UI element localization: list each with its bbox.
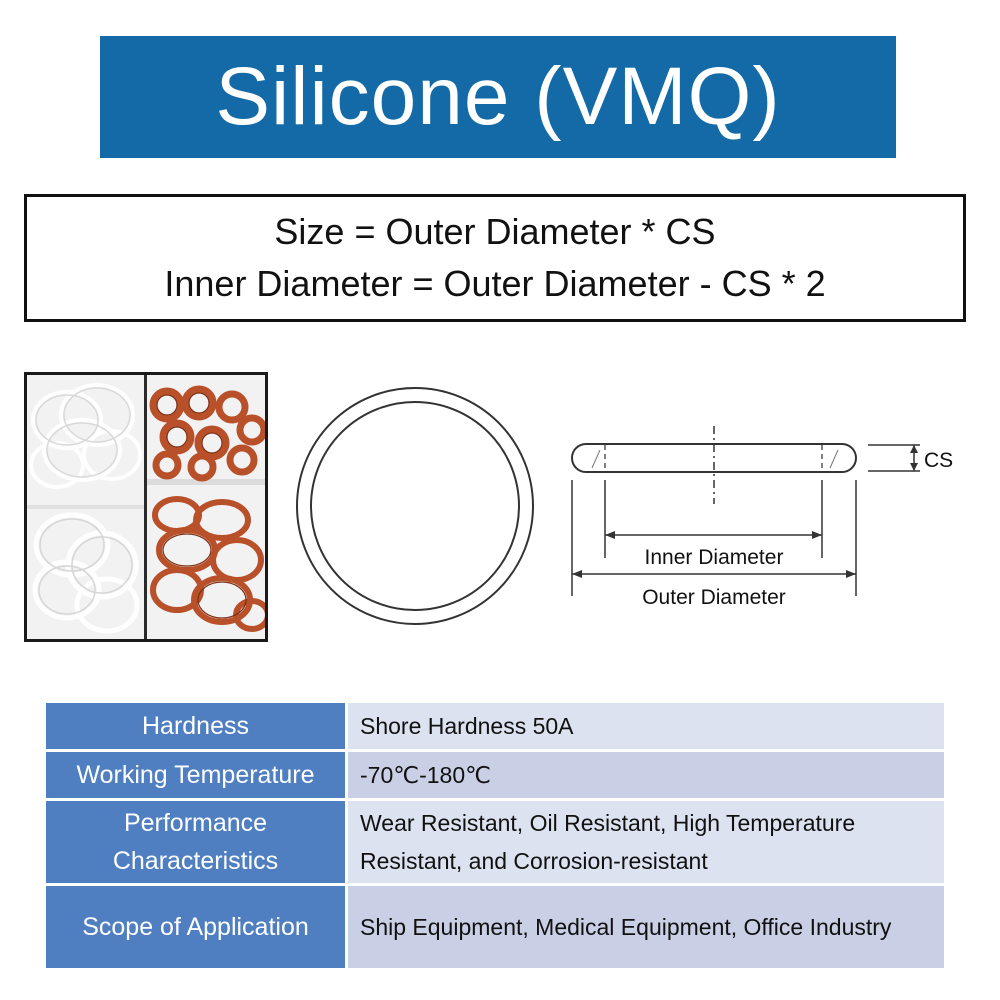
- cs-label: CS: [924, 449, 953, 472]
- spec-key-scope: Scope of Application: [46, 886, 348, 968]
- table-row: Performance Characteristics Wear Resista…: [46, 801, 944, 883]
- title-banner: Silicone (VMQ): [100, 36, 896, 158]
- o-ring-box-illustration: [27, 375, 265, 639]
- spec-value-working-temperature: -70℃-180℃: [348, 752, 944, 798]
- spec-key-hardness: Hardness: [46, 703, 348, 749]
- spec-value-hardness: Shore Hardness 50A: [348, 703, 944, 749]
- spec-value-performance: Wear Resistant, Oil Resistant, High Temp…: [348, 801, 944, 883]
- page-title: Silicone (VMQ): [215, 51, 781, 142]
- spec-value-scope: Ship Equipment, Medical Equipment, Offic…: [348, 886, 944, 968]
- ring-inner-edge: [310, 401, 520, 611]
- ring-outer-edge: [296, 387, 534, 625]
- inner-diameter-label: Inner Diameter: [645, 546, 784, 569]
- table-row: Scope of Application Ship Equipment, Med…: [46, 886, 944, 968]
- spec-table: Hardness Shore Hardness 50A Working Temp…: [46, 700, 944, 971]
- formula-box: Size = Outer Diameter * CS Inner Diamete…: [24, 194, 966, 322]
- table-row: Hardness Shore Hardness 50A: [46, 703, 944, 749]
- table-row: Working Temperature -70℃-180℃: [46, 752, 944, 798]
- spec-key-working-temperature: Working Temperature: [46, 752, 348, 798]
- ring-cross-section-diagram: CS Inner Diameter Outer Diameter: [571, 426, 953, 609]
- outer-diameter-label: Outer Diameter: [642, 586, 786, 609]
- ring-front-view: [296, 387, 534, 625]
- inner-diameter-formula: Inner Diameter = Outer Diameter - CS * 2: [164, 263, 826, 304]
- product-photo: [24, 372, 268, 642]
- size-formula: Size = Outer Diameter * CS: [274, 211, 716, 252]
- spec-key-performance: Performance Characteristics: [46, 801, 348, 883]
